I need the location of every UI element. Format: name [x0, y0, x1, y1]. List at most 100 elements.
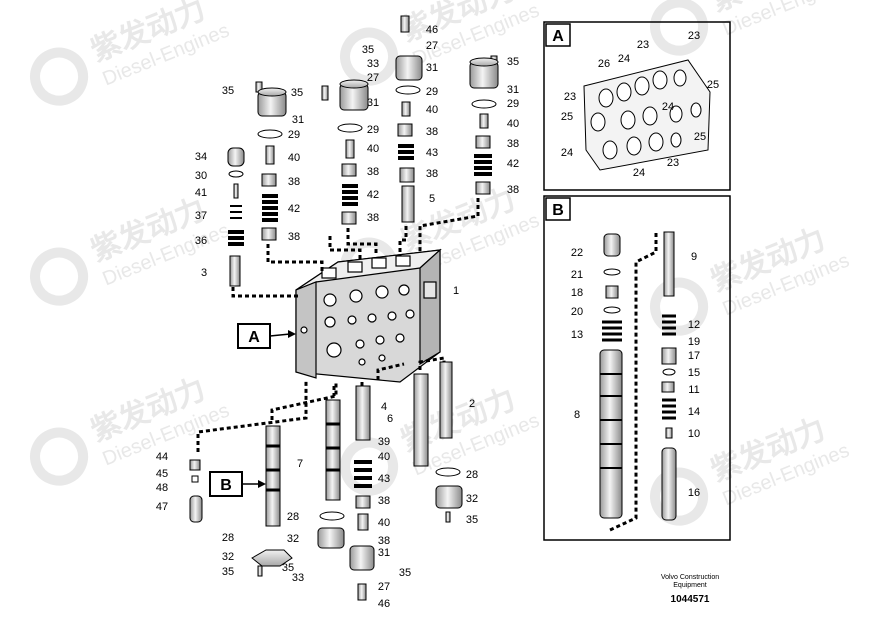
part-label: 29 [288, 129, 300, 141]
view-callouts: AB [209, 323, 296, 497]
solenoid-stack-left [255, 81, 287, 241]
solenoid-stack-center [395, 15, 423, 223]
part-label: 34 [195, 151, 207, 163]
inset-title-box [545, 197, 571, 221]
part-label: 29 [507, 98, 519, 110]
document-number: 1044571 [670, 594, 710, 605]
part-label: 28 [287, 511, 299, 523]
part-label: 45 [156, 468, 168, 480]
callout-arrowhead [258, 480, 266, 488]
part-label: 44 [156, 451, 168, 463]
inset-b-part-label: 9 [691, 251, 697, 263]
inset-b-part-label: 14 [688, 406, 700, 418]
part-label: 28 [222, 532, 234, 544]
inset-a-part-label: 26 [598, 58, 610, 70]
part-label: 40 [426, 104, 438, 116]
part-label: 42 [288, 203, 300, 215]
part-label: 35 [222, 85, 234, 97]
part-label: 32 [222, 551, 234, 563]
callout-letter: B [220, 477, 232, 494]
part-label: 27 [426, 40, 438, 52]
part-label: 38 [507, 184, 519, 196]
part-label: 35 [291, 87, 303, 99]
callout-arrow [269, 333, 291, 337]
solenoid-stack-middle [321, 79, 369, 225]
part-label: 38 [288, 176, 300, 188]
part-label: 39 [378, 436, 390, 448]
part-label: 40 [367, 143, 379, 155]
part-label: 6 [387, 413, 393, 425]
part-label: 38 [367, 166, 379, 178]
part-label: 33 [367, 58, 379, 70]
part-label: 36 [195, 235, 207, 247]
callout-letter: A [248, 329, 260, 346]
part-label: 27 [378, 581, 390, 593]
part-label: 38 [426, 126, 438, 138]
part-label: 40 [378, 517, 390, 529]
inset-frames [543, 21, 731, 541]
part-label: 35 [222, 566, 234, 578]
part-label: 1 [453, 285, 459, 297]
part-label: 31 [378, 547, 390, 559]
part-label: 35 [282, 562, 294, 574]
part-label: 43 [378, 473, 390, 485]
part-label: 38 [367, 212, 379, 224]
inset-a-part-label: 23 [637, 39, 649, 51]
part-label: 33 [292, 572, 304, 584]
inset-b-part-label: 21 [571, 269, 583, 281]
part-label: 47 [156, 501, 168, 513]
inset-title-box [545, 23, 571, 47]
inset-a-part-label: 23 [688, 30, 700, 42]
inset-b-part-label: 10 [688, 428, 700, 440]
inset-a-part-label: 24 [618, 53, 630, 65]
part-label: 35 [362, 44, 374, 56]
part-label: 32 [287, 533, 299, 545]
inset-b-part-label: 19 [688, 336, 700, 348]
part-label: 40 [288, 152, 300, 164]
inset-title: A [552, 28, 564, 45]
part-label: 35 [399, 567, 411, 579]
inset-title: B [552, 202, 564, 219]
inset-a-part-label: 24 [561, 147, 573, 159]
inset-b-part-label: 16 [688, 487, 700, 499]
callout-arrowhead [288, 330, 296, 338]
part-label: 38 [378, 535, 390, 547]
part-label: 38 [288, 231, 300, 243]
part-label: 29 [367, 124, 379, 136]
part-label: 38 [426, 168, 438, 180]
control-valve-block [295, 248, 442, 383]
inset-b-part-label: 8 [574, 409, 580, 421]
inset-b-part-label: 11 [688, 384, 699, 396]
part-label: 46 [378, 598, 390, 610]
part-label: 42 [367, 189, 379, 201]
part-label: 2 [469, 398, 475, 410]
part-label: 48 [156, 482, 168, 494]
part-label: 5 [429, 193, 435, 205]
inset-a-part-label: 25 [694, 131, 706, 143]
part-label: 42 [507, 158, 519, 170]
brand-line-1: Volvo Construction [660, 574, 720, 581]
part-label: 31 [426, 62, 438, 74]
part-label: 40 [378, 451, 390, 463]
inset-b-frame [543, 195, 731, 541]
part-label: 4 [381, 401, 387, 413]
inset-a-part-label: 23 [564, 91, 576, 103]
lower-spool-assemblies [189, 361, 463, 601]
inset-a-part-label: 24 [633, 167, 645, 179]
part-label: 30 [195, 170, 207, 182]
part-label: 31 [292, 114, 304, 126]
part-label: 3 [201, 267, 207, 279]
part-label: 43 [426, 147, 438, 159]
part-label: 27 [367, 72, 379, 84]
part-label: 38 [378, 495, 390, 507]
part-label: 37 [195, 210, 207, 222]
inset-b-part-label: 17 [688, 350, 700, 362]
inset-a-part-label: 23 [667, 157, 679, 169]
inset-a-part-label: 25 [561, 111, 573, 123]
part-label: 7 [297, 458, 303, 470]
inset-a-port-pattern [583, 59, 711, 171]
brand-line-2: Equipment [673, 582, 707, 589]
part-label: 35 [507, 56, 519, 68]
inset-b-part-label: 20 [571, 306, 583, 318]
